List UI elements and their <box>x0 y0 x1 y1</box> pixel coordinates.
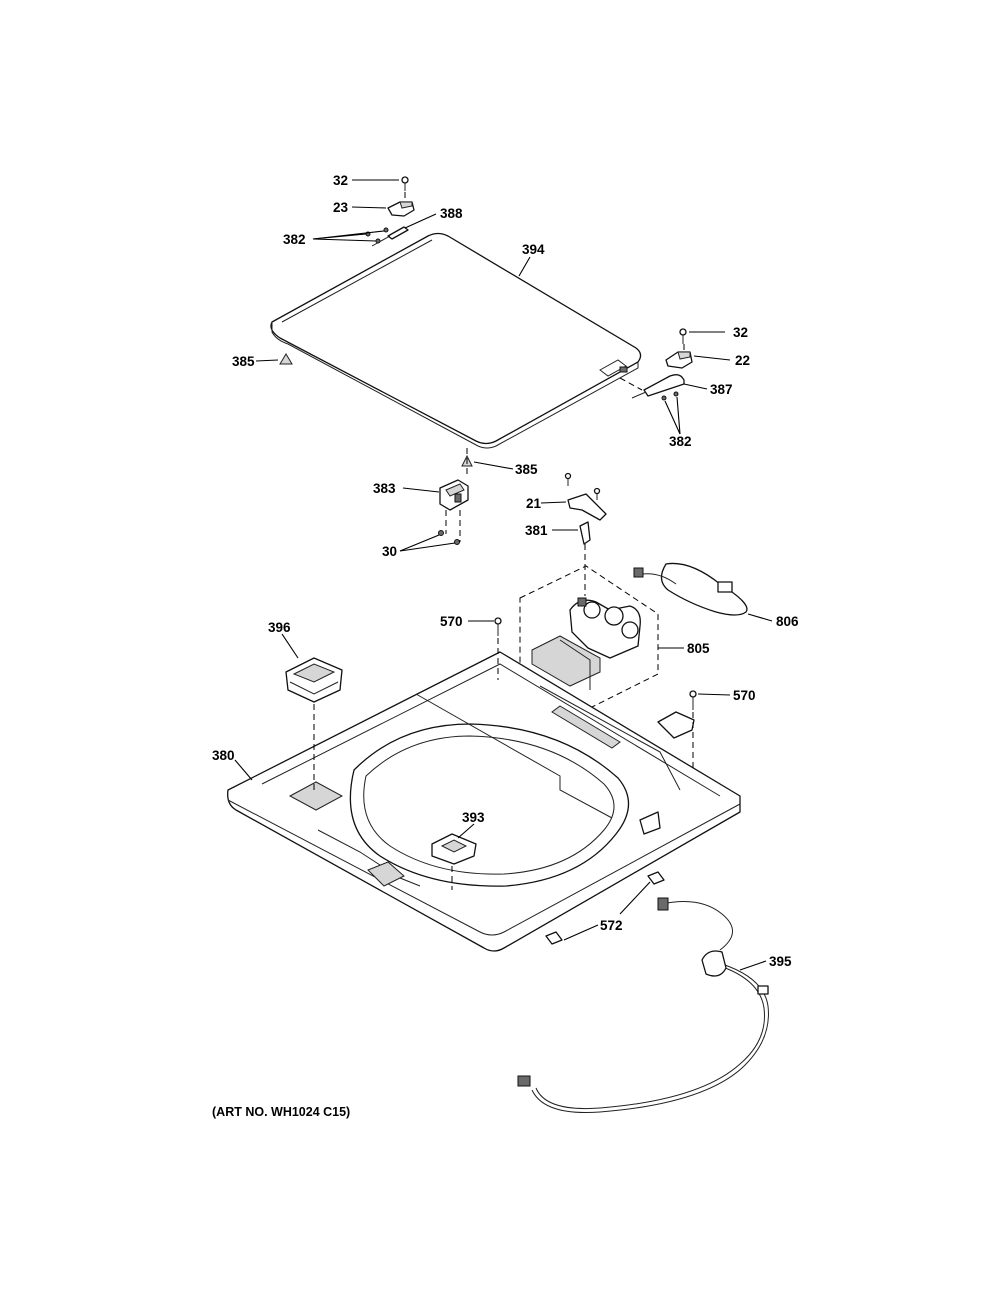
callout-570-right: 570 <box>733 688 756 703</box>
callout-23: 23 <box>333 200 349 215</box>
callout-806: 806 <box>776 614 799 629</box>
hinge-pin-388 <box>371 226 409 247</box>
callout-572: 572 <box>600 918 623 933</box>
callout-21: 21 <box>526 496 542 511</box>
callout-380: 380 <box>212 748 235 763</box>
callout-388: 388 <box>440 206 463 221</box>
callout-396: 396 <box>268 620 291 635</box>
screws-30 <box>438 530 460 545</box>
clip-572-b <box>545 931 563 945</box>
screw-32-right <box>679 328 687 344</box>
bracket-21 <box>564 472 607 521</box>
callout-393: 393 <box>462 810 485 825</box>
screw-570-right <box>689 690 697 710</box>
screw-32-left <box>401 176 409 191</box>
washers-382-right <box>661 391 679 401</box>
harness-806 <box>633 562 748 616</box>
callout-32-left: 32 <box>333 173 348 188</box>
callout-382-right: 382 <box>669 434 692 449</box>
callout-385-center: 385 <box>515 462 538 477</box>
callout-570-left: 570 <box>440 614 463 629</box>
screw-570-left <box>494 617 502 636</box>
hinge-pin-387 <box>631 374 685 399</box>
hinge-22 <box>665 351 693 369</box>
callout-30: 30 <box>382 544 397 559</box>
callout-382-left: 382 <box>283 232 306 247</box>
callout-numbers: 32 23 388 382 394 32 22 385 387 382 385 … <box>212 173 799 969</box>
callout-395: 395 <box>769 954 792 969</box>
callout-805: 805 <box>687 641 710 656</box>
callout-381: 381 <box>525 523 548 538</box>
leader-lines <box>234 179 773 971</box>
water-valve-805 <box>519 565 659 709</box>
callout-22: 22 <box>735 353 750 368</box>
dispenser-cup-396 <box>285 657 343 703</box>
hinge-23 <box>387 201 415 217</box>
callout-32-right: 32 <box>733 325 748 340</box>
clip-572-a <box>647 871 665 885</box>
harness-395 <box>517 897 769 1114</box>
lid-lock-383 <box>439 479 469 511</box>
callout-385-left: 385 <box>232 354 255 369</box>
lid <box>270 232 642 449</box>
bumper-385-left <box>279 353 293 365</box>
callout-383: 383 <box>373 481 396 496</box>
art-number: (ART NO. WH1024 C15) <box>212 1105 350 1119</box>
callout-394: 394 <box>522 242 545 257</box>
part-393 <box>431 833 477 865</box>
top-cover-380 <box>227 651 741 952</box>
fitting-381 <box>579 521 591 545</box>
assembly-lines <box>313 192 694 890</box>
callout-387: 387 <box>710 382 733 397</box>
